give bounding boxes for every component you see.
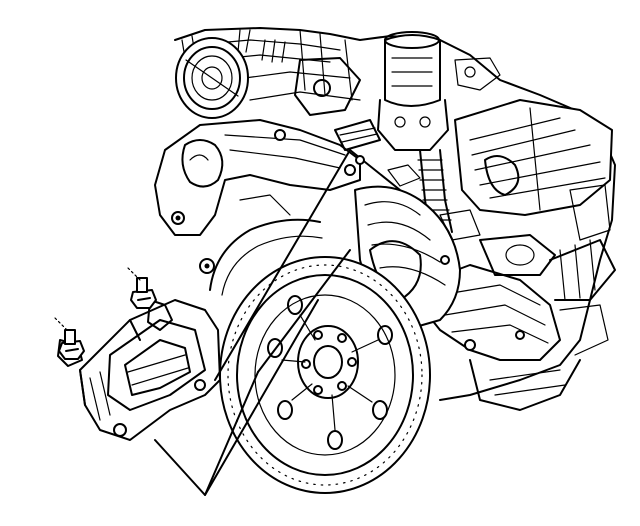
exhaust-manifold [154, 119, 361, 236]
mount-bracket [57, 299, 221, 441]
timing-bracket [294, 57, 501, 116]
valve-cover [454, 99, 613, 241]
bolt-2-pointer [54, 317, 68, 331]
misc-fasteners [355, 155, 609, 356]
hoses-and-springs [334, 119, 453, 233]
oil-filter [377, 31, 449, 151]
flywheel [219, 256, 431, 494]
bracket-to-flywheel-leader [154, 149, 401, 496]
bolt-1 [130, 277, 157, 309]
bolt-1-pointer [127, 267, 141, 281]
accessory-pulley [175, 37, 249, 119]
housing-left [199, 194, 323, 296]
bolt-2 [58, 329, 85, 360]
